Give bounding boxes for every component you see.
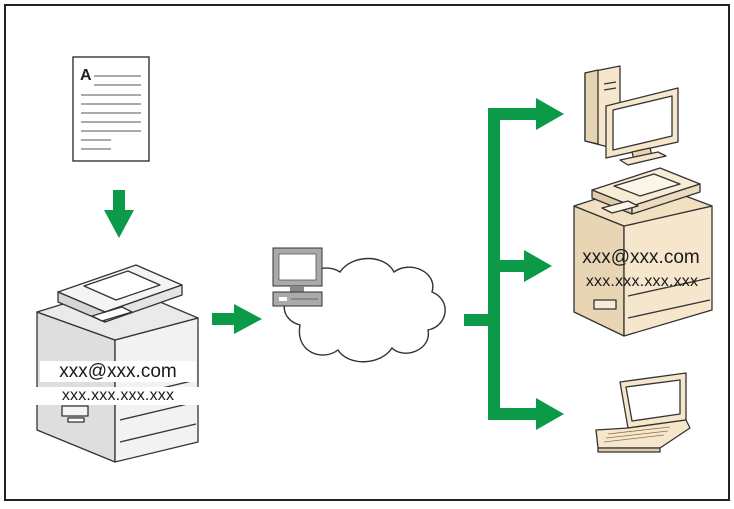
server-computer-icon (272, 247, 323, 307)
down-arrow-icon (104, 190, 134, 238)
source-email-label: xxx@xxx.com (40, 361, 196, 382)
destination-email-label: xxx@xxx.com (582, 247, 700, 268)
document-icon: A (72, 56, 150, 162)
source-ip-label: xxx.xxx.xxx.xxx (34, 387, 202, 405)
destination-ip-label: xxx.xxx.xxx.xxx (585, 273, 699, 290)
right-arrow-icon (212, 304, 262, 334)
document-letter: A (80, 67, 92, 84)
branch-arrow-icon (464, 98, 564, 430)
desktop-computer-icon (584, 65, 679, 166)
multifunction-printer-icon (573, 167, 713, 337)
laptop-icon (595, 372, 691, 453)
